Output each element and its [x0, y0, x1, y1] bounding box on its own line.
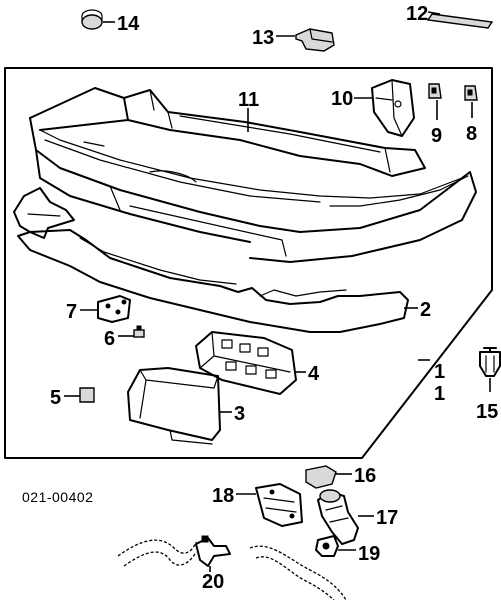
callout-2: 2: [420, 299, 431, 321]
part-3-fog-lamp: [127, 367, 221, 445]
callout-18: 18: [212, 485, 234, 507]
callout-6: 6: [104, 328, 115, 350]
callout-9: 9: [431, 125, 442, 147]
washer-hoses: [117, 539, 347, 600]
part-20-tee-connector: [195, 535, 231, 567]
part-6-bolt: [133, 325, 145, 338]
part-2-lower-spoiler: [13, 187, 409, 333]
callout-11: 11: [238, 89, 259, 111]
part-1-bumper-cover: [29, 87, 477, 263]
part-11-reinforcement: [123, 89, 426, 177]
reference-code: 021-00402: [22, 489, 93, 505]
part-13-clip: [295, 28, 335, 52]
part-19-elbow-connector: [315, 535, 339, 557]
part-18-nozzle-bracket: [255, 483, 303, 527]
callout-7: 7: [66, 301, 77, 323]
part-10-bracket: [371, 79, 415, 137]
callout-1b: 1: [434, 383, 445, 405]
part-8-clip: [464, 85, 478, 101]
callout-10: 10: [331, 88, 353, 110]
part-9-clip: [428, 83, 442, 99]
part-12-strip: [426, 13, 494, 29]
part-7-bracket: [97, 295, 131, 323]
leader-12: [427, 11, 441, 15]
assembly-frame: [4, 67, 493, 459]
callout-20: 20: [202, 571, 224, 593]
part-16-nozzle-cap: [305, 465, 337, 489]
callout-15: 15: [476, 401, 498, 423]
part-5-plate: [79, 387, 95, 403]
callout-13: 13: [252, 27, 274, 49]
callout-12: 12: [406, 3, 428, 25]
callout-16: 16: [354, 465, 376, 487]
callout-19: 19: [358, 543, 380, 565]
callout-4: 4: [308, 363, 320, 385]
callout-8: 8: [466, 123, 477, 145]
callout-3: 3: [234, 403, 245, 425]
part-4-lamp-bracket: [195, 331, 297, 395]
part-17-washer-nozzle: [317, 489, 359, 545]
callout-1a: 1: [434, 361, 445, 383]
callout-5: 5: [50, 387, 61, 409]
callout-14: 14: [117, 13, 140, 35]
callout-17: 17: [376, 507, 398, 529]
part-15-push-pin: [479, 347, 501, 377]
part-14-cap: [81, 9, 103, 30]
